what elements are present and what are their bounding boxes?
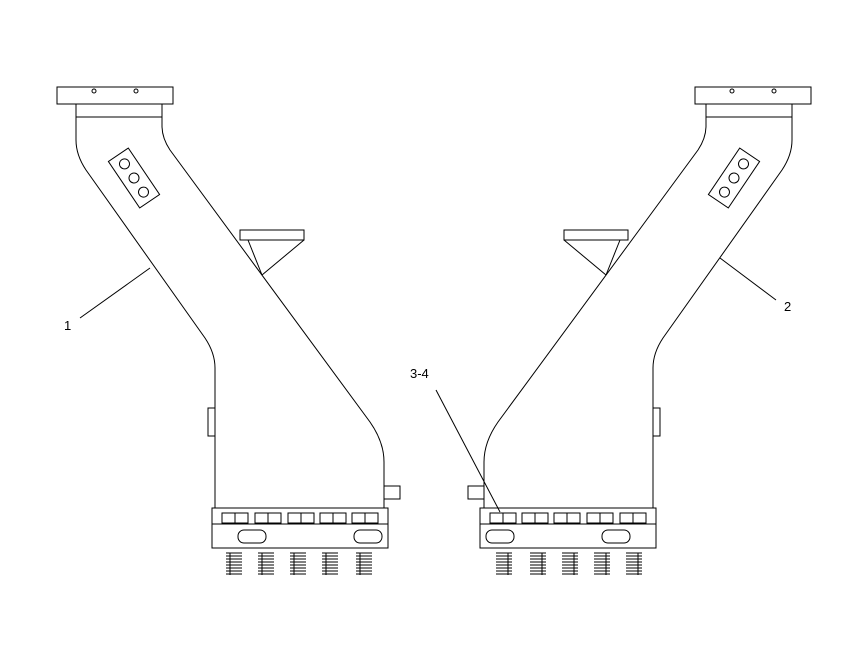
right-manifold-part xyxy=(467,86,812,576)
leader-line-2 xyxy=(719,257,777,301)
callout-label-2: 2 xyxy=(784,299,791,314)
left-manifold-part xyxy=(56,86,401,576)
callout-label-1: 1 xyxy=(64,318,71,333)
leader-line-1 xyxy=(79,267,151,319)
callout-label-3-4: 3-4 xyxy=(410,366,429,381)
leader-line-3-4 xyxy=(435,389,501,513)
